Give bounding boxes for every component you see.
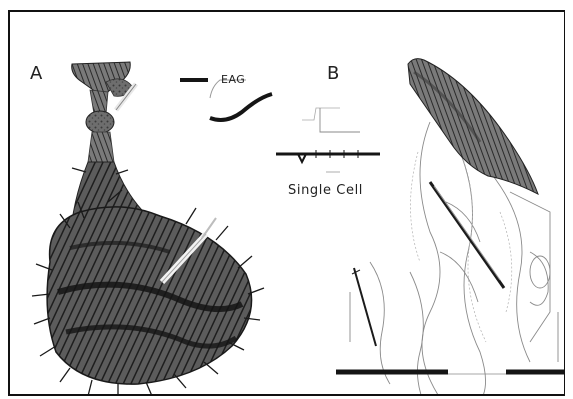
panel-b-label: B [327, 65, 339, 83]
single-cell-label: Single Cell [288, 184, 363, 197]
figure-frame: A B EAG Single Cell [8, 10, 565, 396]
tip-electrode [430, 182, 504, 288]
antenna-illustration [32, 62, 264, 396]
single-cell-trace [276, 108, 380, 172]
eag-label: EAG [221, 74, 245, 85]
panel-a-label: A [30, 65, 42, 83]
antenna-joint [86, 111, 114, 133]
antenna-neck [88, 132, 114, 162]
sensillum-section [320, 59, 565, 396]
antenna-upper-shaft [90, 90, 108, 114]
figure-artwork [10, 12, 565, 396]
cuticle-cap [408, 59, 538, 194]
reference-electrode [354, 268, 376, 346]
eag-trace [180, 80, 272, 120]
